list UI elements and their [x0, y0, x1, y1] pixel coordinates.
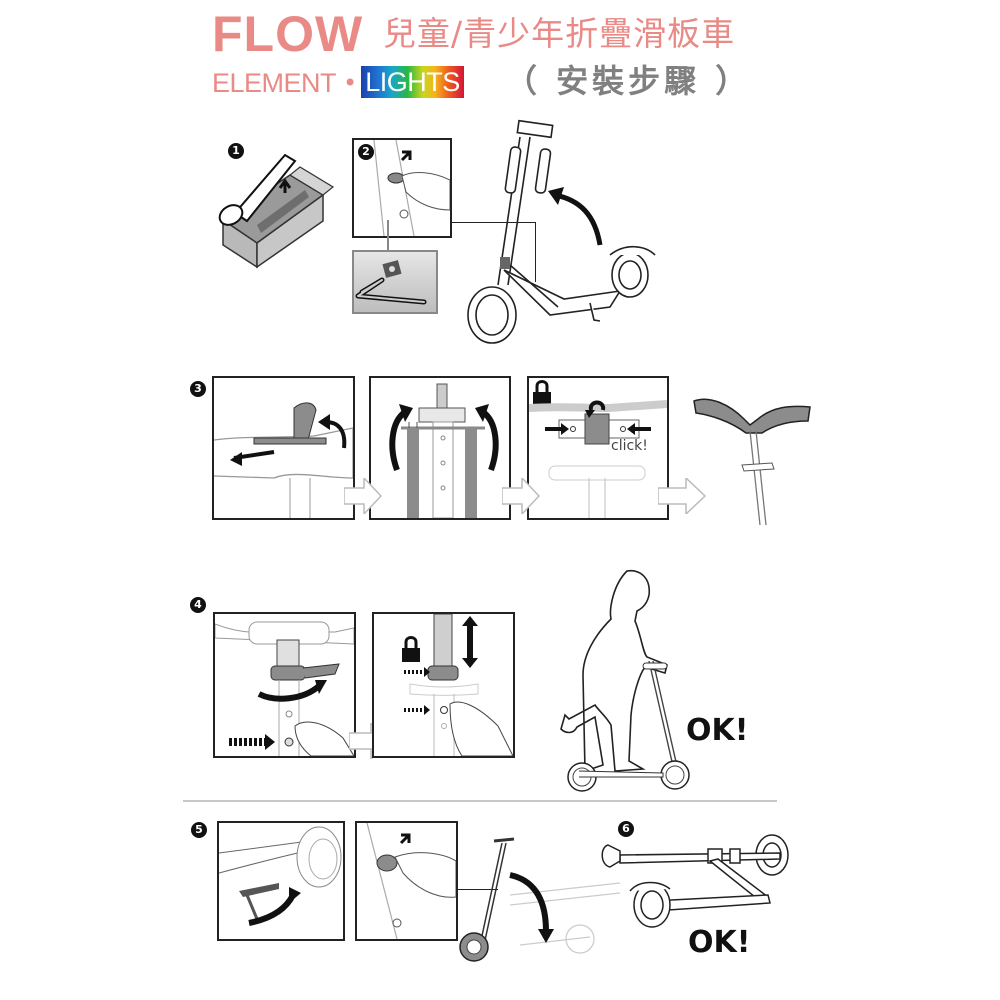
step-3-lock-panel: click!: [527, 376, 669, 520]
product-name: 兒童/青少年折疊滑板車: [383, 14, 736, 53]
hook-latch-closeup: [352, 250, 438, 314]
inset-connector-line: [387, 220, 389, 250]
unfold-scooter-illustration: [460, 115, 660, 350]
panel-connector-line-vertical: [535, 222, 536, 282]
click-label: click!: [611, 438, 648, 454]
box-unpack-illustration: [205, 135, 335, 270]
section-title: （ 安裝步驟 ）: [505, 62, 752, 100]
section-divider: [183, 800, 777, 802]
step-3-clamp-panel: [212, 376, 355, 520]
ok-label-step-4: OK!: [686, 713, 749, 748]
step-4-twist-collar-panel: [213, 612, 356, 758]
step-number-4: 4: [190, 597, 206, 613]
next-arrow: [344, 478, 382, 514]
folded-scooter-illustration: [600, 825, 810, 930]
step-2-latch-panel: [352, 138, 452, 238]
step-number-2: 2: [358, 144, 374, 160]
step-number-5: 5: [191, 822, 207, 838]
separator-dot: •: [343, 69, 358, 97]
panel-connector-line: [452, 222, 536, 223]
next-arrow: [658, 478, 706, 514]
ok-label-step-6: OK!: [688, 925, 751, 960]
handlebar-assembled-illustration: [690, 385, 815, 525]
rider-on-scooter-illustration: [555, 565, 695, 795]
fold-scooter-illustration: [450, 835, 630, 965]
next-arrow: [502, 478, 540, 514]
step-number-3: 3: [190, 381, 206, 397]
step-number-6: 6: [618, 821, 634, 837]
step-5-kickstand-panel: [217, 821, 345, 941]
model-name: ELEMENT: [212, 68, 337, 98]
panel-connector-line: [458, 889, 498, 890]
lights-badge: LIGHTS: [361, 66, 464, 98]
step-5-release-panel: [355, 821, 458, 941]
step-4-lock-height-panel: [372, 612, 515, 758]
step-3-fold-up-panel: [369, 376, 511, 520]
brand-title: FLOW: [212, 6, 364, 62]
step-number-1: 1: [228, 143, 244, 159]
